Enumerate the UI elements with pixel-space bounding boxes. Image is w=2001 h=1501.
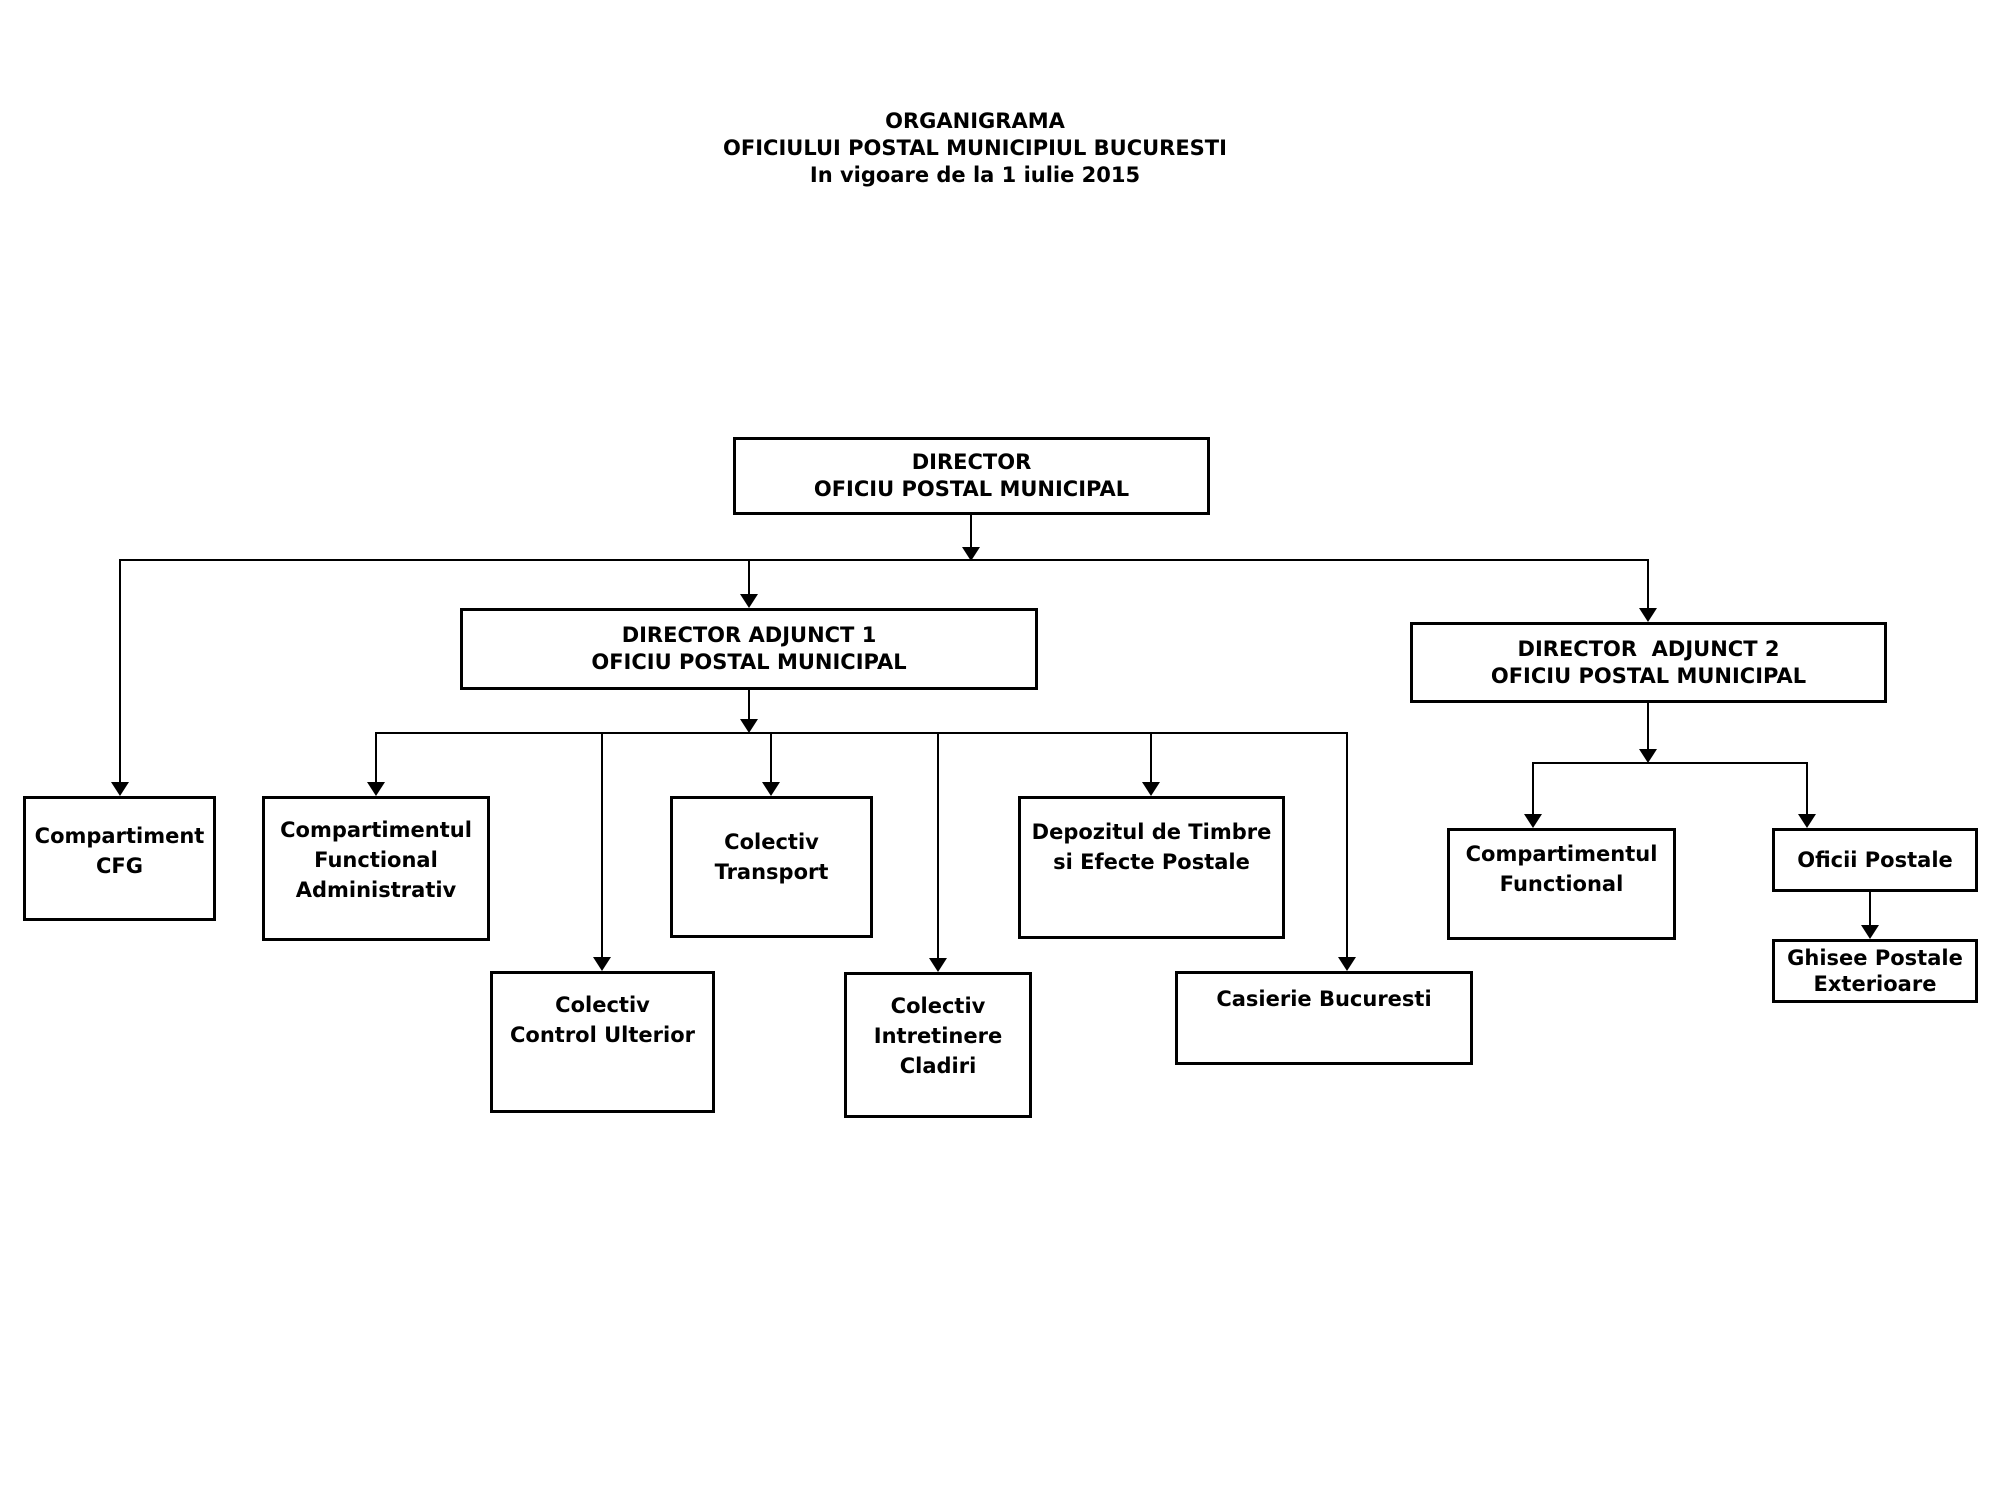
arrowhead-to-adjunct2 bbox=[1639, 608, 1657, 622]
arrowhead-to-intretinere bbox=[929, 958, 947, 972]
connector-director-down bbox=[970, 515, 972, 547]
node-oficii-postale: Oficii Postale bbox=[1772, 828, 1978, 892]
connector-to-cfg bbox=[119, 561, 121, 782]
node-compartimentul-functional-administrativ: Compartimentul Functional Administrativ bbox=[262, 796, 490, 941]
arrowhead-to-functional-administrativ bbox=[367, 782, 385, 796]
title-line-3: In vigoare de la 1 iulie 2015 bbox=[809, 163, 1141, 187]
node-compartimentul-functional: Compartimentul Functional bbox=[1447, 828, 1676, 940]
connector-to-adjunct1 bbox=[748, 561, 750, 594]
page-title: ORGANIGRAMA OFICIULUI POSTAL MUNICIPIUL … bbox=[475, 108, 1475, 189]
arrowhead-to-casierie bbox=[1338, 957, 1356, 971]
arrowhead-to-oficii-postale bbox=[1798, 814, 1816, 828]
node-depozitul-de-timbre: Depozitul de Timbre si Efecte Postale bbox=[1018, 796, 1285, 939]
arrowhead-to-functional2 bbox=[1524, 814, 1542, 828]
node-colectiv-transport: Colectiv Transport bbox=[670, 796, 873, 938]
connector-to-functional2 bbox=[1532, 764, 1534, 814]
node-compartiment-cfg: Compartiment CFG bbox=[23, 796, 216, 921]
arrowhead-adjunct2-to-line3 bbox=[1639, 749, 1657, 763]
node-colectiv-intretinere-cladiri: Colectiv Intretinere Cladiri bbox=[844, 972, 1032, 1118]
arrowhead-to-adjunct1 bbox=[740, 594, 758, 608]
connector-to-depozit bbox=[1150, 734, 1152, 782]
connector-adjunct2-down bbox=[1647, 703, 1649, 749]
node-director-adjunct-1: DIRECTOR ADJUNCT 1 OFICIU POSTAL MUNICIP… bbox=[460, 608, 1038, 690]
connector-to-control-ulterior bbox=[601, 734, 603, 957]
connector-to-adjunct2 bbox=[1647, 561, 1649, 608]
arrowhead-adjunct1-to-line2 bbox=[740, 719, 758, 733]
connector-to-casierie bbox=[1346, 734, 1348, 957]
node-casierie-bucuresti: Casierie Bucuresti bbox=[1175, 971, 1473, 1065]
connector-to-ghisee bbox=[1869, 892, 1871, 925]
arrowhead-to-transport bbox=[762, 782, 780, 796]
node-director-adjunct-2: DIRECTOR ADJUNCT 2 OFICIU POSTAL MUNICIP… bbox=[1410, 622, 1887, 703]
connector-to-oficii-postale bbox=[1806, 764, 1808, 814]
node-colectiv-control-ulterior: Colectiv Control Ulterior bbox=[490, 971, 715, 1113]
title-line-2: OFICIULUI POSTAL MUNICIPIUL BUCURESTI bbox=[723, 136, 1227, 160]
arrowhead-to-cfg bbox=[111, 782, 129, 796]
connector-line1 bbox=[119, 559, 1649, 561]
connector-to-transport bbox=[770, 734, 772, 782]
arrowhead-to-control-ulterior bbox=[593, 957, 611, 971]
connector-adjunct1-down bbox=[748, 690, 750, 719]
arrowhead-to-depozit bbox=[1142, 782, 1160, 796]
connector-to-functional-administrativ bbox=[375, 734, 377, 782]
connector-to-intretinere bbox=[937, 734, 939, 958]
arrowhead-director-to-line1 bbox=[962, 547, 980, 561]
node-director: DIRECTOR OFICIU POSTAL MUNICIPAL bbox=[733, 437, 1210, 515]
connector-line2 bbox=[375, 732, 1348, 734]
title-line-1: ORGANIGRAMA bbox=[885, 109, 1065, 133]
node-ghisee-postale-exterioare: Ghisee Postale Exterioare bbox=[1772, 939, 1978, 1003]
connector-line3 bbox=[1532, 762, 1808, 764]
arrowhead-to-ghisee bbox=[1861, 925, 1879, 939]
